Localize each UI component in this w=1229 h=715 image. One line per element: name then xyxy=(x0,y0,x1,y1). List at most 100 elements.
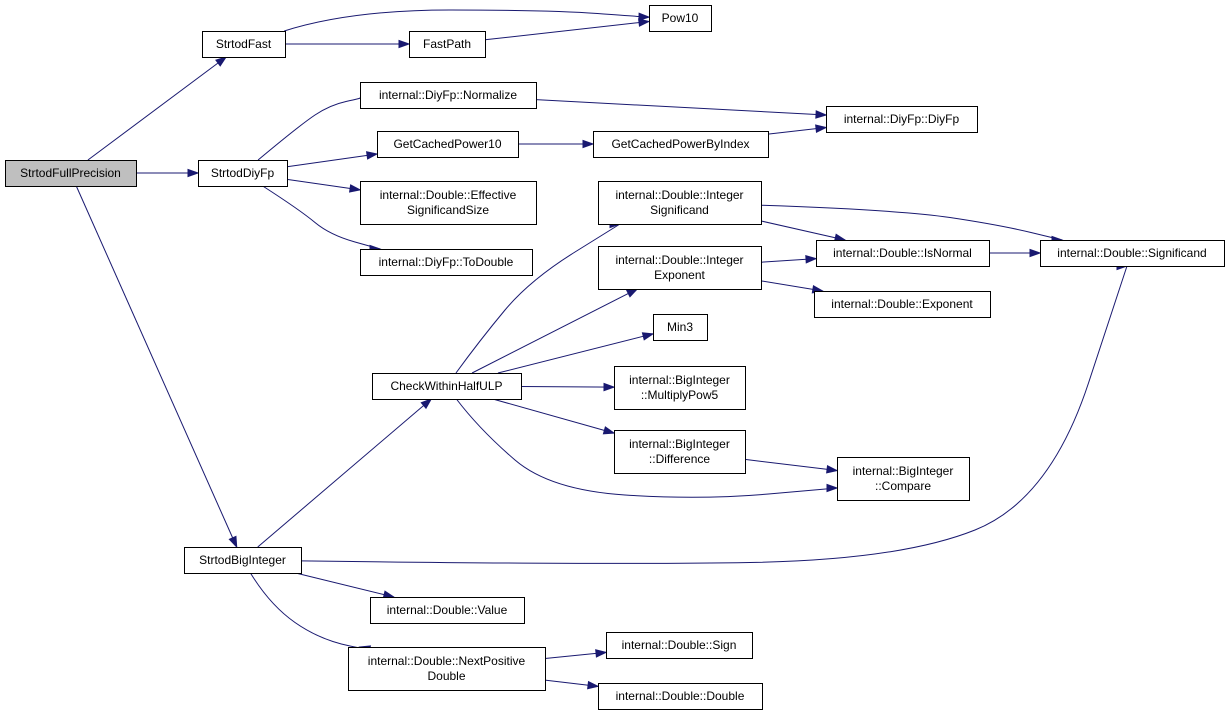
node-label: internal::Double::Exponent xyxy=(831,297,973,311)
node-box xyxy=(377,131,519,158)
node-double_ctor[interactable]: internal::Double::Double xyxy=(598,683,763,710)
node-big_integer[interactable]: StrtodBigInteger xyxy=(184,547,302,574)
node-box xyxy=(606,632,753,659)
edge-int_significand-to-is_normal xyxy=(760,220,846,241)
node-full_precision[interactable]: StrtodFullPrecision xyxy=(5,160,137,187)
edge-check_half_ulp-to-multiply_pow5 xyxy=(520,385,615,388)
arrowhead-check_half_ulp-to-difference xyxy=(602,426,616,435)
node-label: StrtodFullPrecision xyxy=(20,166,121,180)
node-label: internal::Double::Significand xyxy=(1057,246,1206,260)
node-label: internal::BigInteger xyxy=(853,464,954,478)
node-fast[interactable]: StrtodFast xyxy=(202,31,286,58)
node-is_normal[interactable]: internal::Double::IsNormal xyxy=(816,240,990,267)
node-box xyxy=(202,31,286,58)
node-label: Pow10 xyxy=(662,11,699,25)
node-label: ::Compare xyxy=(875,479,931,493)
node-significand[interactable]: internal::Double::Significand xyxy=(1040,240,1225,267)
node-effective_size[interactable]: internal::Double::EffectiveSignificandSi… xyxy=(360,181,537,225)
node-normalize[interactable]: internal::DiyFp::Normalize xyxy=(360,82,537,109)
arrowhead-diyfp_fn-to-effective_size xyxy=(348,184,362,193)
arrowhead-check_half_ulp-to-compare xyxy=(826,483,839,493)
arrowhead-fast-to-pow10 xyxy=(638,12,651,22)
arrowhead-check_half_ulp-to-multiply_pow5 xyxy=(603,382,616,392)
node-label: Min3 xyxy=(667,320,693,334)
arrowhead-next_positive-to-double_ctor xyxy=(587,680,600,690)
node-difference[interactable]: internal::BigInteger::Difference xyxy=(614,430,746,474)
arrowhead-check_half_ulp-to-min3 xyxy=(641,332,655,341)
node-value[interactable]: internal::Double::Value xyxy=(370,597,525,624)
node-box xyxy=(837,457,970,501)
node-label: GetCachedPower10 xyxy=(393,137,501,151)
node-compare[interactable]: internal::BigInteger::Compare xyxy=(837,457,970,501)
node-exponent[interactable]: internal::Double::Exponent xyxy=(814,291,991,318)
node-box xyxy=(360,82,537,109)
node-label: CheckWithinHalfULP xyxy=(390,379,502,393)
node-box xyxy=(372,373,522,400)
node-label: internal::Double::IsNormal xyxy=(833,246,972,260)
node-label: internal::Double::Effective xyxy=(380,188,517,202)
node-min3[interactable]: Min3 xyxy=(653,314,708,341)
edge-full_precision-to-big_integer xyxy=(75,185,238,548)
node-box xyxy=(198,160,288,187)
arrowhead-full_precision-to-diyfp_fn xyxy=(187,168,200,178)
edge-diyfp_fn-to-effective_size xyxy=(286,178,361,191)
node-box xyxy=(649,5,712,32)
node-box xyxy=(409,31,486,58)
arrowhead-full_precision-to-fast xyxy=(215,56,228,67)
node-check_half_ulp[interactable]: CheckWithinHalfULP xyxy=(372,373,522,400)
node-box xyxy=(614,430,746,474)
edge-full_precision-to-fast xyxy=(87,56,227,161)
node-cached_by_index[interactable]: GetCachedPowerByIndex xyxy=(593,131,769,158)
node-box xyxy=(814,291,991,318)
arrowhead-fast-to-fastpath xyxy=(398,39,411,49)
arrowhead-fastpath-to-pow10 xyxy=(638,18,651,27)
node-label: internal::DiyFp::ToDouble xyxy=(379,255,514,269)
node-box xyxy=(184,547,302,574)
edge-fastpath-to-pow10 xyxy=(484,20,650,41)
arrowhead-normalize-to-diyfp_ctor xyxy=(815,110,828,119)
node-cached_power10[interactable]: GetCachedPower10 xyxy=(377,131,519,158)
edge-fast-to-pow10 xyxy=(284,9,650,32)
node-label: FastPath xyxy=(423,37,471,51)
node-label: ::MultiplyPow5 xyxy=(641,388,719,402)
node-diyfp_fn[interactable]: StrtodDiyFp xyxy=(198,160,288,187)
node-to_double[interactable]: internal::DiyFp::ToDouble xyxy=(360,249,533,276)
arrowhead-check_half_ulp-to-int_exponent xyxy=(625,288,639,298)
node-box xyxy=(370,597,525,624)
node-pow10[interactable]: Pow10 xyxy=(649,5,712,32)
arrowhead-cached_by_index-to-diyfp_ctor xyxy=(815,124,828,134)
arrowhead-full_precision-to-big_integer xyxy=(228,535,238,549)
arrowhead-is_normal-to-significand xyxy=(1029,248,1042,258)
node-box xyxy=(593,131,769,158)
node-sign[interactable]: internal::Double::Sign xyxy=(606,632,753,659)
node-label: internal::BigInteger xyxy=(629,437,730,451)
node-label: internal::Double::NextPositive xyxy=(368,654,526,668)
node-box xyxy=(5,160,137,187)
edge-big_integer-to-significand xyxy=(300,265,1128,564)
node-label: internal::Double::Integer xyxy=(615,253,743,267)
node-label: StrtodBigInteger xyxy=(199,553,286,567)
node-box xyxy=(614,366,746,410)
node-label: internal::Double::Sign xyxy=(622,638,737,652)
edge-check_half_ulp-to-compare xyxy=(456,398,838,498)
node-label: SignificandSize xyxy=(407,203,489,217)
edge-check_half_ulp-to-int_exponent xyxy=(471,288,638,374)
node-fastpath[interactable]: FastPath xyxy=(409,31,486,58)
node-label: internal::DiyFp::DiyFp xyxy=(844,112,960,126)
node-multiply_pow5[interactable]: internal::BigInteger::MultiplyPow5 xyxy=(614,366,746,410)
node-box xyxy=(598,246,762,290)
edge-diyfp_fn-to-cached_power10 xyxy=(286,153,378,168)
edge-big_integer-to-check_half_ulp xyxy=(257,398,432,548)
edge-big_integer-to-next_positive xyxy=(250,572,369,650)
edge-check_half_ulp-to-int_significand xyxy=(455,223,621,374)
node-box xyxy=(653,314,708,341)
node-label: internal::BigInteger xyxy=(629,373,730,387)
arrowhead-difference-to-compare xyxy=(826,464,839,474)
node-diyfp_ctor[interactable]: internal::DiyFp::DiyFp xyxy=(826,106,978,133)
node-box xyxy=(816,240,990,267)
